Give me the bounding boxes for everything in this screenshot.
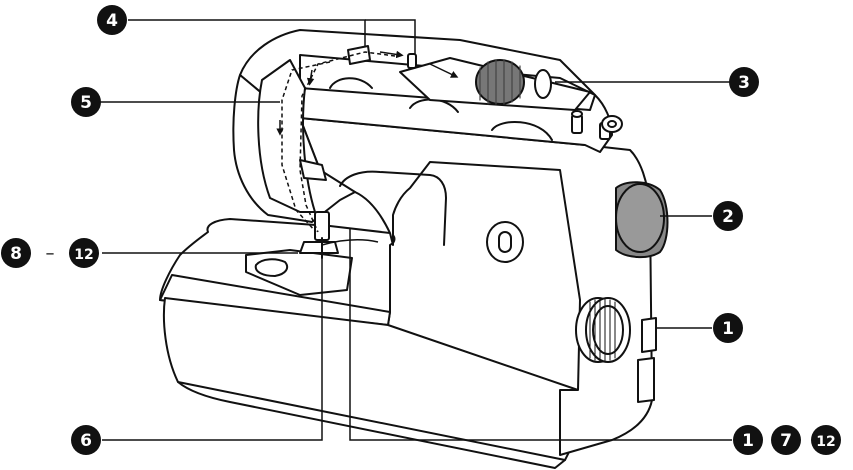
svg-text:5: 5: [80, 93, 92, 113]
svg-text:12: 12: [816, 434, 835, 450]
svg-text:2: 2: [722, 207, 734, 227]
reverse-lever: [299, 159, 327, 181]
svg-text:12: 12: [74, 247, 93, 263]
callout-6: 6: [71, 425, 101, 455]
leader-lines: [100, 19, 732, 441]
svg-text:3: 3: [738, 73, 750, 93]
svg-text:7: 7: [780, 431, 792, 451]
callout-8: 8: [1, 238, 31, 268]
bobbin-cover: [254, 258, 289, 277]
stitch-length-dial: [575, 297, 631, 363]
stitch-dial-slot: [498, 231, 512, 253]
top-dial-3: [491, 120, 553, 141]
thread-guide-post: [407, 53, 417, 69]
callout-12-a: 12: [69, 238, 99, 268]
svg-text:1: 1: [722, 319, 734, 339]
callout-4: 4: [97, 5, 127, 35]
free-arm-bottom: [177, 381, 566, 469]
arm-underside: [339, 170, 447, 246]
callout-1: 1: [713, 313, 743, 343]
handwheel: [615, 181, 669, 258]
presser-foot: [299, 241, 339, 254]
power-switch: [641, 317, 657, 353]
thread-spool: [475, 59, 552, 105]
callout-12-b: 12: [811, 425, 841, 455]
thread-guide: [347, 45, 371, 65]
needle-bar: [314, 211, 330, 241]
top-dial-1: [329, 77, 373, 89]
svg-text:4: 4: [106, 11, 118, 31]
callout-1-b: 1: [733, 425, 763, 455]
svg-text:1: 1: [742, 431, 754, 451]
callout-5: 5: [71, 87, 101, 117]
svg-text:8: 8: [10, 244, 22, 264]
power-socket: [637, 357, 655, 403]
callout-2: 2: [713, 201, 743, 231]
sewing-machine: [159, 29, 669, 469]
svg-text:6: 6: [80, 431, 92, 451]
callout-3: 3: [729, 67, 759, 97]
callout-7: 7: [771, 425, 801, 455]
bobbin-winder: [571, 110, 623, 140]
callout-range-dash: –: [46, 243, 55, 264]
free-arm-front: [162, 297, 580, 461]
